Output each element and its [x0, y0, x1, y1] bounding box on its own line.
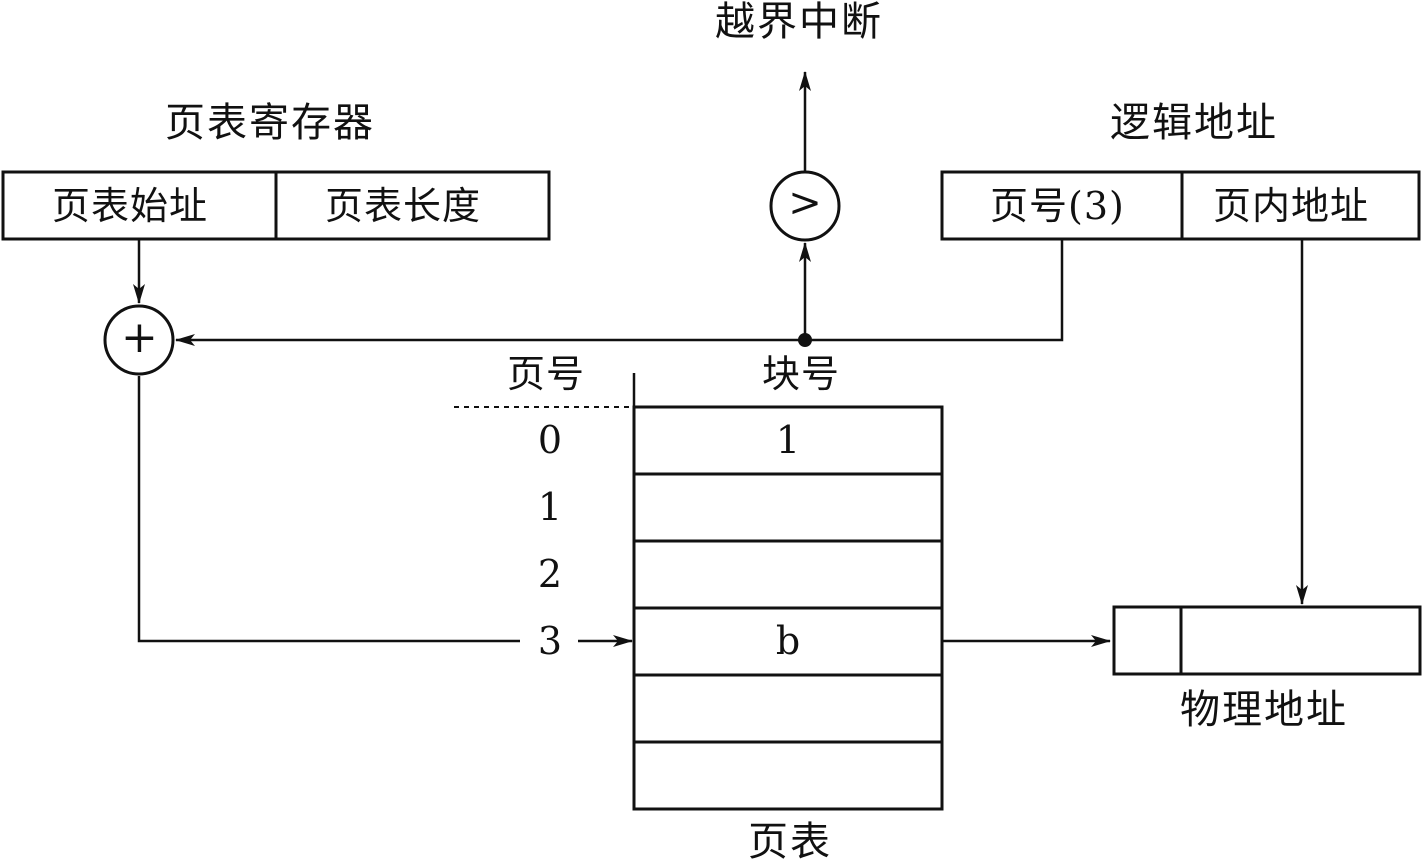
- page-table-row: [632, 472, 944, 543]
- page-table-row: [632, 740, 944, 811]
- page-offset-field: 页内地址: [1213, 184, 1370, 228]
- page-number-field: 页号(3): [990, 184, 1125, 228]
- block-number-header: 块号: [762, 352, 841, 396]
- page-number-2: 2: [537, 552, 563, 596]
- physical-address-label: 物理地址: [1180, 687, 1348, 733]
- page-table-register-label: 页表寄存器: [165, 100, 375, 146]
- page-number-3: 3: [537, 619, 563, 663]
- page-table-row: [632, 673, 944, 744]
- block-number-row-3: b: [775, 619, 801, 663]
- page-number-0: 0: [537, 418, 563, 462]
- adder-symbol: +: [121, 312, 158, 363]
- page-number-1: 1: [537, 485, 563, 529]
- page-table-start-field: 页表始址: [52, 184, 209, 228]
- arrow-page-number-to-adder: [175, 239, 1064, 346]
- page-table-label: 页表: [748, 819, 832, 865]
- logical-address-label: 逻辑地址: [1110, 100, 1278, 146]
- page-number-header: 页号: [507, 352, 586, 396]
- comparator-symbol: >: [788, 180, 822, 226]
- line-adder-to-row3: [137, 376, 520, 643]
- page-table-row: [632, 539, 944, 610]
- page-table-grid: [632, 405, 944, 811]
- block-number-row-0: 1: [775, 418, 801, 462]
- physical-address-box: [1112, 605, 1422, 676]
- adder-circle: [103, 304, 175, 376]
- overflow-interrupt-label: 越界中断: [715, 0, 883, 45]
- page-table-length-field: 页表长度: [325, 184, 482, 228]
